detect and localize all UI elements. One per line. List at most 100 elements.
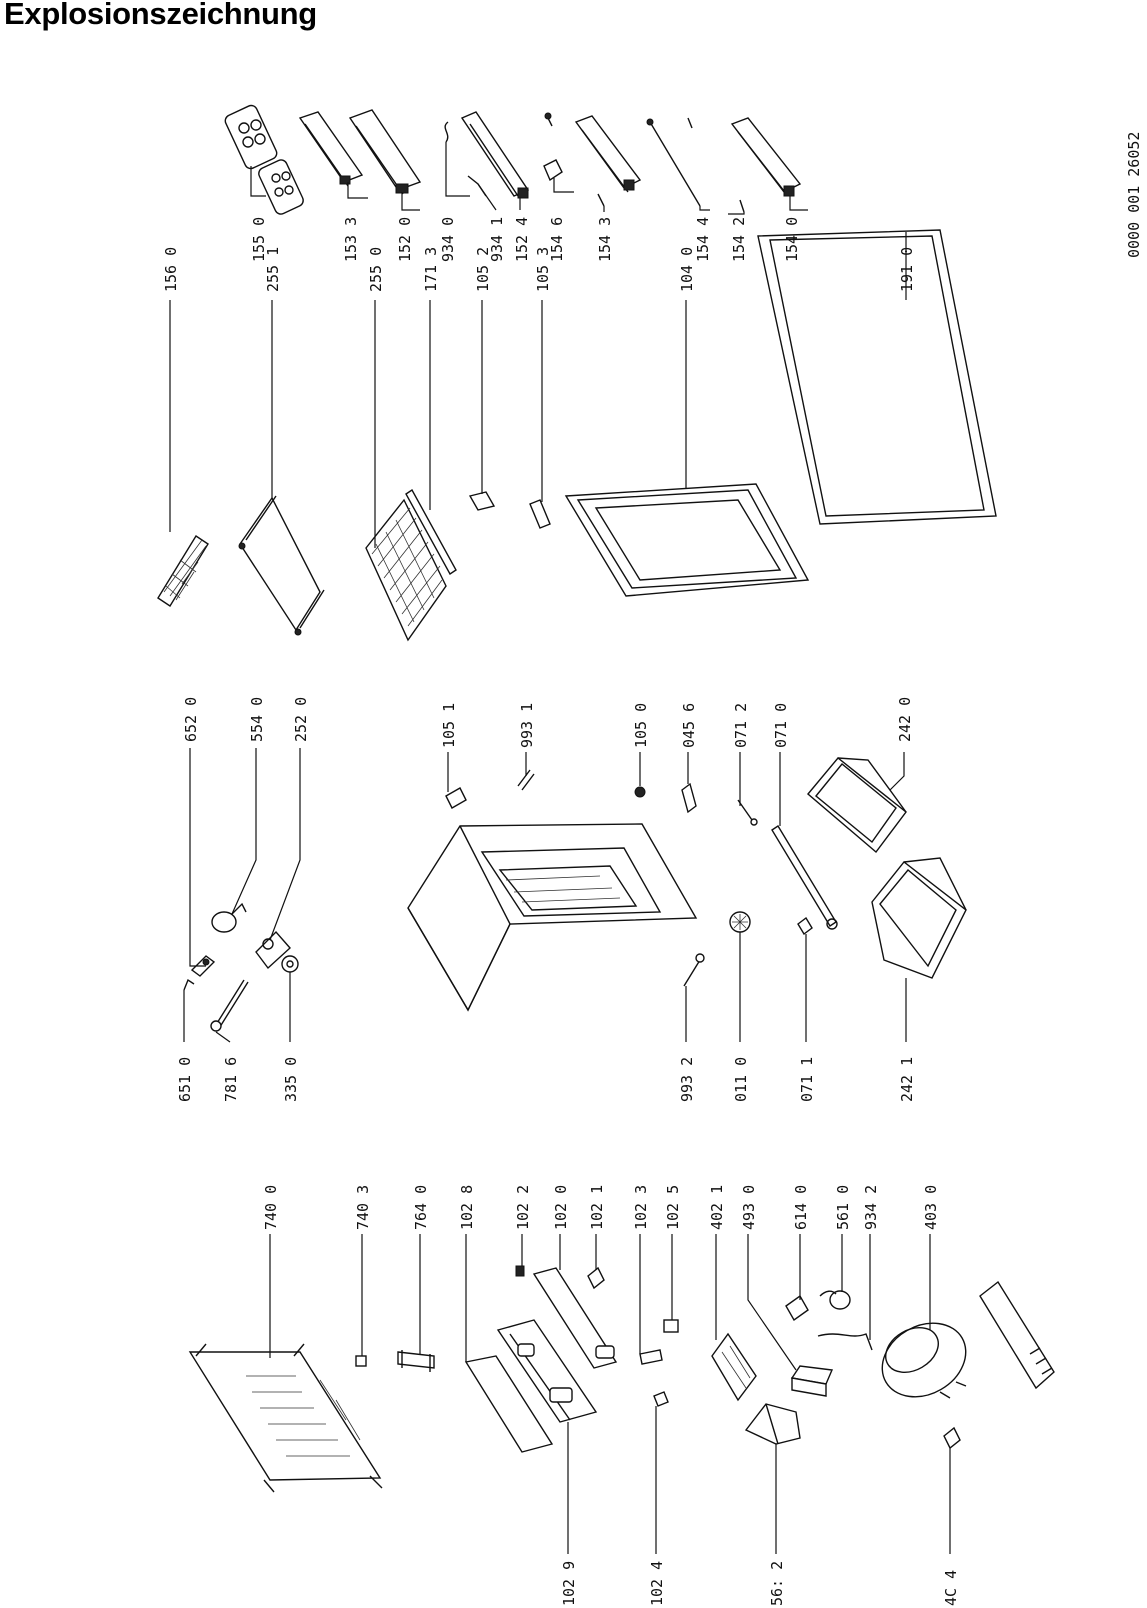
callout-011-0: 011 0 bbox=[732, 1057, 750, 1102]
callout-171-3: 171 3 bbox=[422, 247, 440, 292]
callout-404-4: 4C 4 bbox=[942, 1570, 960, 1606]
foot-011-0 bbox=[729, 911, 751, 933]
crisper-242-0 bbox=[807, 757, 907, 854]
callout-561-2: 56: 2 bbox=[768, 1561, 786, 1606]
crisper-242-1 bbox=[871, 857, 967, 979]
callout-102-2: 102 2 bbox=[514, 1185, 532, 1230]
door-shelf-152-0 bbox=[348, 109, 422, 195]
callout-335-0: 335 0 bbox=[282, 1057, 300, 1102]
callout-740-3: 740 3 bbox=[354, 1185, 372, 1230]
clip-102-5 bbox=[663, 1319, 679, 1333]
callout-153-3: 153 3 bbox=[342, 217, 360, 262]
compressor-403-0 bbox=[881, 1322, 967, 1399]
panel-102-8 bbox=[464, 1355, 554, 1453]
callout-154-2: 154 2 bbox=[730, 217, 748, 262]
lamp-holder-554-0 bbox=[211, 902, 247, 933]
callout-102-5: 102 5 bbox=[664, 1185, 682, 1230]
part-993-1 bbox=[517, 769, 535, 791]
callout-105-2: 105 2 bbox=[474, 247, 492, 292]
callout-102-1: 102 1 bbox=[588, 1185, 606, 1230]
cover-102-0 bbox=[532, 1267, 618, 1369]
callout-071-2: 071 2 bbox=[732, 703, 750, 748]
strip-171-3 bbox=[405, 488, 457, 576]
hinge-bar-071-0 bbox=[771, 825, 838, 930]
callout-764-0: 764 0 bbox=[412, 1185, 430, 1230]
control-housing-102-9 bbox=[496, 1319, 598, 1423]
callout-071-1: 071 1 bbox=[798, 1057, 816, 1102]
callout-102-0: 102 0 bbox=[552, 1185, 570, 1230]
callout-493-0: 493 0 bbox=[740, 1185, 758, 1230]
clip-105-2 bbox=[468, 491, 496, 511]
knob-102-1 bbox=[587, 1266, 605, 1290]
grommet-404-4 bbox=[943, 1426, 961, 1450]
callout-105-1: 105 1 bbox=[440, 703, 458, 748]
callout-102-9: 102 9 bbox=[560, 1561, 578, 1606]
callout-252-0: 252 0 bbox=[292, 697, 310, 742]
callout-242-1: 242 1 bbox=[898, 1057, 916, 1102]
box-561-2 bbox=[744, 1403, 801, 1445]
callout-934-0: 934 0 bbox=[439, 217, 457, 262]
base-plate bbox=[979, 1280, 1055, 1390]
door-bar-152-4 bbox=[460, 111, 530, 199]
clip-102-3 bbox=[639, 1349, 663, 1365]
hinge-154-6 bbox=[543, 112, 563, 182]
terminal-box-493-0 bbox=[790, 1365, 834, 1397]
callout-154-4: 154 4 bbox=[694, 217, 712, 262]
door-shelf-154-3 bbox=[574, 115, 642, 207]
callout-242-0: 242 0 bbox=[896, 697, 914, 742]
callout-154-6: 154 6 bbox=[548, 217, 566, 262]
callout-652-0: 652 0 bbox=[182, 697, 200, 742]
document-number: 0000 001 26052 bbox=[1125, 132, 1143, 258]
callout-561-0: 561 0 bbox=[834, 1185, 852, 1230]
thermostat-knob-652-0 bbox=[190, 955, 216, 977]
pin-071-1 bbox=[797, 916, 813, 936]
relay-402-1 bbox=[711, 1332, 757, 1402]
starter-614-0 bbox=[785, 1294, 809, 1322]
wire-934-2 bbox=[817, 1333, 873, 1351]
hinge-pin-045-6 bbox=[681, 782, 697, 814]
callout-651-0: 651 0 bbox=[176, 1057, 194, 1102]
door-gasket-191-0 bbox=[757, 229, 997, 525]
callout-156-0: 156 0 bbox=[162, 247, 180, 292]
callout-255-0: 255 0 bbox=[367, 247, 385, 292]
door-liner-104-0 bbox=[564, 483, 810, 597]
callout-154-3: 154 3 bbox=[596, 217, 614, 262]
callout-071-0: 071 0 bbox=[772, 703, 790, 748]
shelf-255-1 bbox=[238, 495, 325, 636]
callout-102-8: 102 8 bbox=[458, 1185, 476, 1230]
bracket-934-0 bbox=[444, 121, 449, 143]
callout-labels: 155 0 153 3 152 0 934 0 934 1 152 4 154 … bbox=[162, 217, 960, 1606]
ice-tray-156-0 bbox=[157, 535, 209, 607]
callout-152-4: 152 4 bbox=[513, 217, 531, 262]
callout-993-1: 993 1 bbox=[518, 703, 536, 748]
callout-934-1: 934 1 bbox=[488, 217, 506, 262]
callout-993-2: 993 2 bbox=[678, 1057, 696, 1102]
back-cover-740-0 bbox=[188, 1343, 383, 1493]
callout-104-0: 104 0 bbox=[678, 247, 696, 292]
capillary-781-6 bbox=[210, 979, 249, 1032]
callout-255-1: 255 1 bbox=[264, 247, 282, 292]
callout-102-4: 102 4 bbox=[648, 1561, 666, 1606]
screw-071-2 bbox=[737, 799, 758, 826]
callout-740-0: 740 0 bbox=[262, 1185, 280, 1230]
rod-154-4 bbox=[646, 117, 701, 207]
knob-335-0 bbox=[281, 955, 299, 973]
callout-934-2: 934 2 bbox=[862, 1185, 880, 1230]
egg-tray-155-0 bbox=[224, 104, 304, 215]
capacitor-561-0 bbox=[819, 1290, 851, 1310]
callout-403-0: 403 0 bbox=[922, 1185, 940, 1230]
thermostat-252-0 bbox=[255, 930, 291, 970]
callout-191-0: 191 0 bbox=[898, 247, 916, 292]
clip-105-3 bbox=[529, 499, 551, 529]
callout-105-0: 105 0 bbox=[632, 703, 650, 748]
cabinet bbox=[407, 823, 698, 1012]
door-shelf-153-3 bbox=[298, 111, 364, 187]
callout-152-0: 152 0 bbox=[396, 217, 414, 262]
leader-lines bbox=[169, 142, 951, 1554]
callout-781-6: 781 6 bbox=[222, 1057, 240, 1102]
cap-740-3 bbox=[355, 1355, 367, 1367]
document-number-text: 0000 001 26052 bbox=[1125, 132, 1143, 258]
grid-shelf-255-0 bbox=[365, 498, 447, 642]
callout-045-6: 045 6 bbox=[680, 703, 698, 748]
